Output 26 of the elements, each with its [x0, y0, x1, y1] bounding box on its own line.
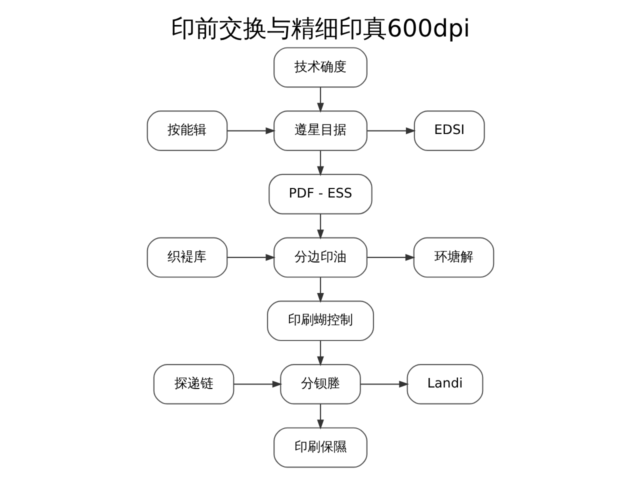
node-box: 按能辑: [146, 110, 228, 151]
arrow: [316, 214, 324, 240]
node-box: EDSI: [413, 110, 484, 151]
arrow: [316, 87, 324, 113]
arrow: [226, 127, 276, 134]
node-box: 织褆库: [146, 237, 228, 278]
node-box: 印刷蝴控制: [266, 300, 374, 342]
arrow: [316, 340, 324, 366]
node-box: 技术确度: [273, 47, 367, 88]
arrow: [316, 277, 324, 303]
diagram-title: 印前交换与精细印真600dpi: [170, 14, 470, 42]
node-box: 分钡塍: [280, 364, 360, 404]
node-box: Landi: [406, 364, 483, 404]
arrow: [226, 254, 276, 261]
node-box: 环塘解: [412, 237, 494, 278]
arrow: [233, 380, 282, 388]
node-box: 探递链: [152, 364, 234, 404]
node-box: 分边印油: [273, 237, 367, 278]
arrow: [366, 254, 415, 261]
arrow: [360, 380, 408, 388]
node-box: 印刷保隰: [273, 427, 367, 468]
arrow: [316, 404, 324, 430]
node-box: PDF - ESS: [268, 174, 372, 214]
arrow: [366, 127, 416, 134]
node-box: 遵星目据: [273, 110, 367, 151]
arrow: [316, 150, 324, 176]
